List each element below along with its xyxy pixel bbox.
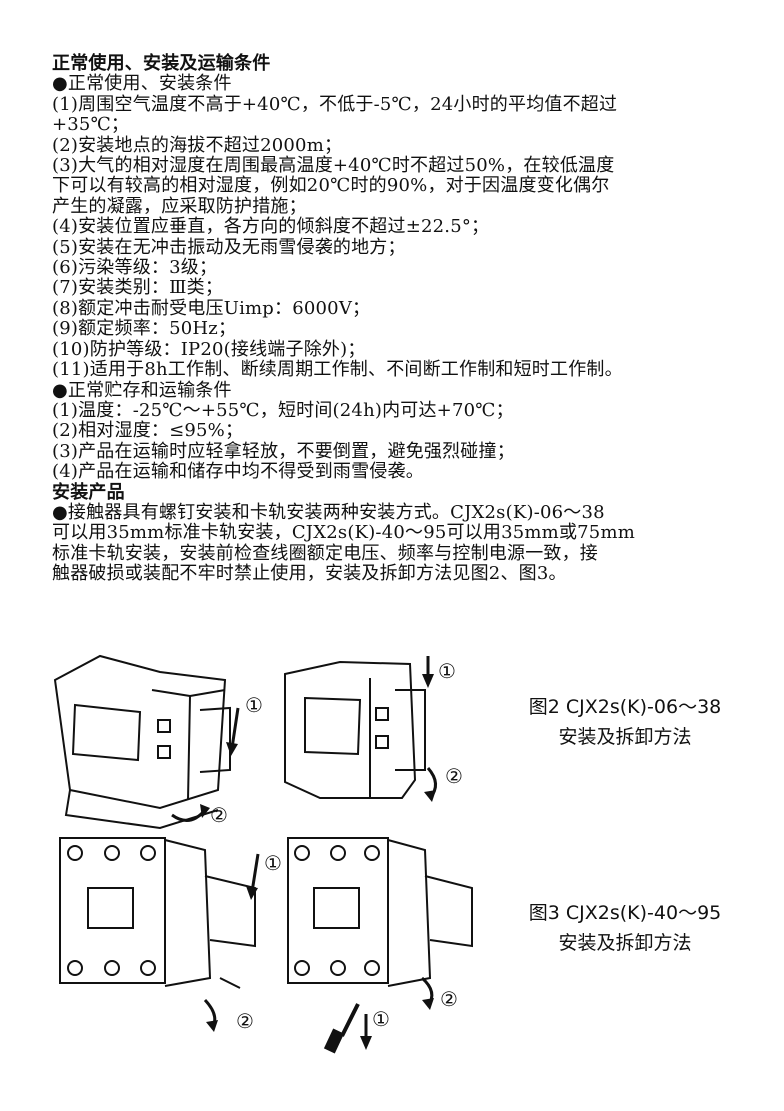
step-2-label: ② bbox=[210, 803, 228, 827]
contactor-large-right bbox=[287, 837, 473, 987]
storage-item: (2)相对湿度：≤95%； bbox=[52, 420, 244, 442]
step-2-label: ② bbox=[236, 1009, 254, 1033]
step-2-label: ② bbox=[440, 987, 458, 1011]
storage-item: (1)温度：-25℃～+55℃，短时间(24h)内可达+70℃； bbox=[52, 399, 514, 421]
usage-item: (5)安装在无冲击振动及无雨雪侵袭的地方； bbox=[52, 236, 406, 258]
step-1-label: ① bbox=[245, 693, 263, 717]
storage-item: (4)产品在运输和储存中均不得受到雨雪侵袭。 bbox=[52, 461, 424, 483]
section-title-install: 安装产品 bbox=[52, 481, 125, 503]
arrow-down-icon bbox=[422, 656, 434, 688]
usage-item: (4)安装位置应垂直，各方向的倾斜度不超过±22.5°； bbox=[52, 216, 490, 238]
usage-item: 下可以有较高的相对湿度，例如20℃时的90%，对于因温度变化偶尔 bbox=[52, 175, 610, 197]
figure-2-illustration: ① ② ① ② bbox=[53, 654, 463, 830]
section-title-usage: 正常使用、安装及运输条件 bbox=[52, 53, 271, 74]
usage-item: (10)防护等级：IP20(接线端子除外)； bbox=[52, 338, 366, 360]
contactor-small-tilted bbox=[53, 654, 231, 830]
install-paragraph-line: 可以用35mm标准卡轨安装，CJX2s(K)-40～95可以用35mm或75mm bbox=[52, 522, 635, 544]
figure-2-label: 图2 CJX2s(K)-06～38 bbox=[528, 696, 722, 718]
figure-3-sub: 安装及拆卸方法 bbox=[558, 932, 692, 954]
figure-3-label: 图3 CJX2s(K)-40～95 bbox=[528, 902, 722, 924]
usage-item: (6)污染等级：3级； bbox=[52, 257, 218, 279]
storage-subheading: ●正常贮存和运输条件 bbox=[52, 379, 232, 401]
usage-item: (1)周围空气温度不高于+40℃，不低于-5℃，24小时的平均值不超过 bbox=[52, 93, 618, 115]
arrow-down-icon bbox=[226, 707, 240, 756]
usage-item: +35℃； bbox=[52, 114, 130, 136]
figure-3-caption: 图3 CJX2s(K)-40～95 安装及拆卸方法 bbox=[490, 898, 760, 958]
figure-2-caption: 图2 CJX2s(K)-06～38 安装及拆卸方法 bbox=[490, 692, 760, 752]
usage-item: (9)额定频率：50Hz； bbox=[52, 318, 237, 340]
install-paragraph-line: ●接触器具有螺钉安装和卡轨安装两种安装方式。CJX2s(K)-06～38 bbox=[52, 501, 605, 523]
rotate-arrow-icon bbox=[171, 809, 207, 822]
step-1-label: ① bbox=[264, 851, 282, 875]
figure-2-sub: 安装及拆卸方法 bbox=[558, 726, 692, 748]
screwdriver-icon bbox=[323, 1003, 360, 1054]
usage-item: 产生的凝露，应采取防护措施； bbox=[52, 195, 307, 217]
step-1-label: ① bbox=[438, 659, 456, 683]
install-paragraph-line: 标准卡轨安装，安装前检查线圈额定电压、频率与控制电源一致，接 bbox=[52, 542, 598, 564]
contactor-small-upright bbox=[284, 660, 426, 799]
usage-item: (3)大气的相对湿度在周围最高温度+40℃时不超过50%，在较低温度 bbox=[52, 155, 615, 177]
usage-item: (8)额定冲击耐受电压Uimp：6000V； bbox=[52, 297, 371, 319]
step-2-label: ② bbox=[445, 764, 463, 788]
text-block: 正常使用、安装及运输条件 ●正常使用、安装条件 (1)周围空气温度不高于+40℃… bbox=[52, 53, 752, 585]
usage-item: (7)安装类别：Ⅲ类； bbox=[52, 277, 224, 299]
arrow-down-icon bbox=[360, 1014, 372, 1050]
arrow-down-icon bbox=[246, 853, 260, 900]
step-1-label: ① bbox=[372, 1007, 390, 1031]
usage-item: (2)安装地点的海拔不超过2000m； bbox=[52, 134, 343, 156]
storage-item: (3)产品在运输时应轻拿轻放，不要倒置，避免强烈碰撞； bbox=[52, 440, 515, 462]
install-paragraph-line: 触器破损或装配不牢时禁止使用，安装及拆卸方法见图2、图3。 bbox=[52, 563, 567, 585]
usage-item: (11)适用于8h工作制、断续周期工作制、不间断工作制和短时工作制。 bbox=[52, 359, 623, 381]
contactor-large-left bbox=[59, 837, 256, 989]
usage-subheading: ●正常使用、安装条件 bbox=[52, 73, 232, 95]
figure-3-illustration: ① ② ① ② bbox=[59, 837, 473, 1054]
